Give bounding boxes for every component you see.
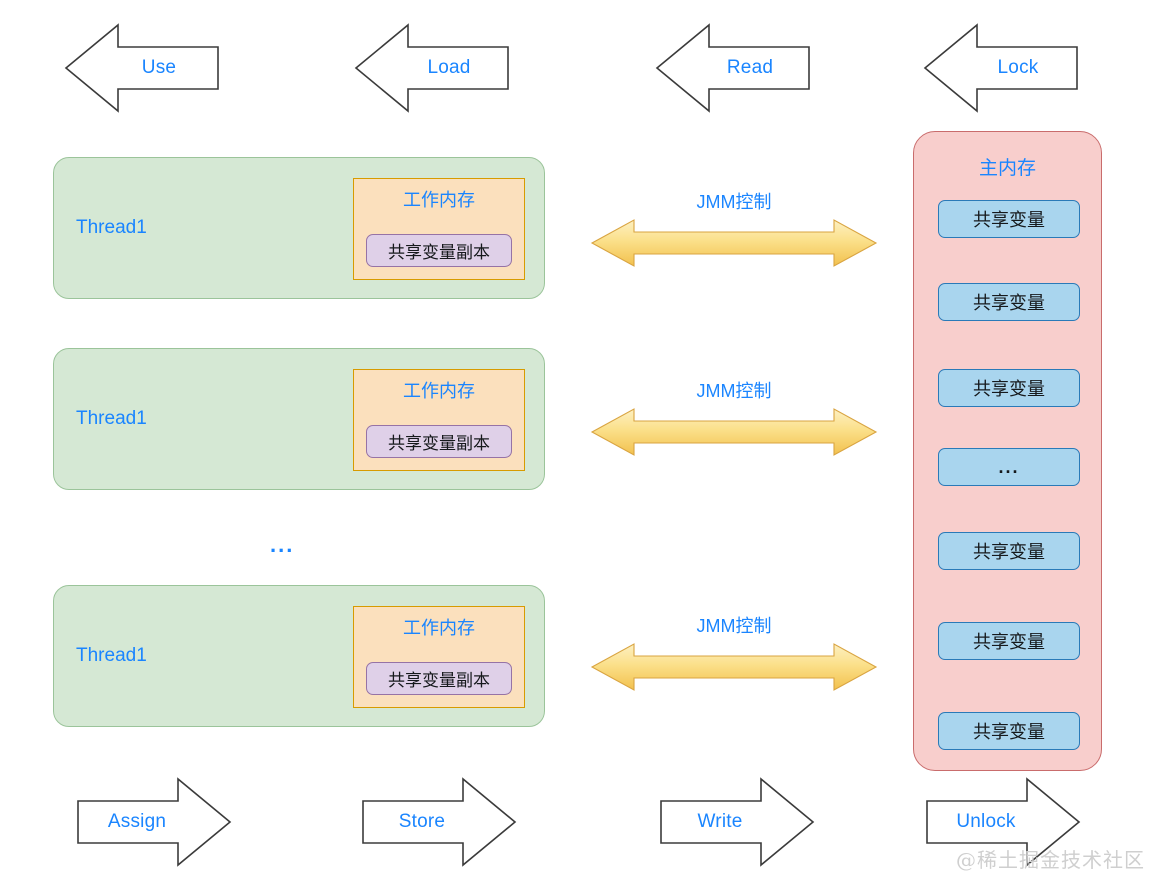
working-memory-title: 工作内存 <box>403 618 475 638</box>
thread-label: Thread1 <box>76 217 147 238</box>
shared-variable-box: 共享变量 <box>938 622 1080 660</box>
working-memory-box: 工作内存共享变量副本 <box>353 369 525 471</box>
main-memory-panel: 主内存 共享变量共享变量共享变量...共享变量共享变量共享变量 <box>913 131 1102 771</box>
threads-ellipsis: ... <box>270 532 295 557</box>
working-memory-title: 工作内存 <box>403 381 475 401</box>
thread-label: Thread1 <box>76 645 147 666</box>
thread-box: Thread1 工作内存共享变量副本 <box>53 348 545 490</box>
jmm-control-arrow: JMM控制 <box>590 188 878 274</box>
jmm-control-label: JMM控制 <box>696 192 772 212</box>
shared-variable-copy: 共享变量副本 <box>366 234 512 267</box>
shared-variable-box: 共享变量 <box>938 712 1080 750</box>
arrow-lock[interactable]: Lock <box>923 23 1078 113</box>
arrow-read[interactable]: Read <box>655 23 810 113</box>
main-memory-title: 主内存 <box>978 158 1036 179</box>
arrow-use[interactable]: Use <box>64 23 219 113</box>
arrow-store[interactable]: Store <box>362 777 517 867</box>
watermark: @稀土掘金技术社区 <box>956 848 1145 872</box>
shared-variable-box: 共享变量 <box>938 283 1080 321</box>
shared-variable-box: 共享变量 <box>938 532 1080 570</box>
working-memory-box: 工作内存共享变量副本 <box>353 606 525 708</box>
arrow-assign[interactable]: Assign <box>77 777 232 867</box>
thread-label: Thread1 <box>76 408 147 429</box>
jmm-control-label: JMM控制 <box>696 616 772 636</box>
arrow-write[interactable]: Write <box>660 777 815 867</box>
arrow-load[interactable]: Load <box>354 23 509 113</box>
shared-variable-box: 共享变量 <box>938 200 1080 238</box>
shared-variable-copy: 共享变量副本 <box>366 662 512 695</box>
jmm-control-label: JMM控制 <box>696 381 772 401</box>
working-memory-title: 工作内存 <box>403 190 475 210</box>
working-memory-box: 工作内存共享变量副本 <box>353 178 525 280</box>
jmm-control-arrow: JMM控制 <box>590 612 878 698</box>
thread-box: Thread1 工作内存共享变量副本 <box>53 157 545 299</box>
thread-box: Thread1 工作内存共享变量副本 <box>53 585 545 727</box>
shared-variable-copy: 共享变量副本 <box>366 425 512 458</box>
jmm-control-arrow: JMM控制 <box>590 377 878 463</box>
shared-variable-ellipsis: ... <box>938 448 1080 486</box>
shared-variable-box: 共享变量 <box>938 369 1080 407</box>
